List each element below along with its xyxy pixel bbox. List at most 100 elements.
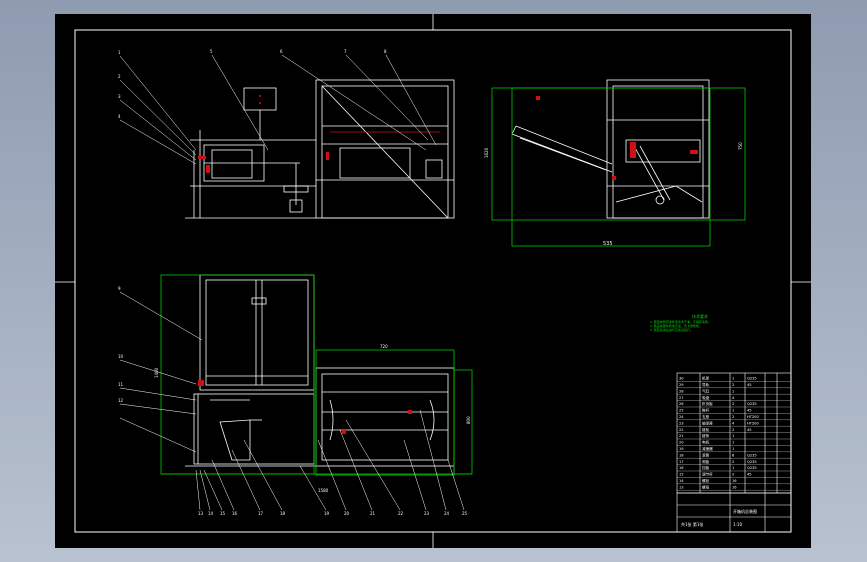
callout-number: 8 bbox=[384, 49, 387, 54]
bom-cell: 1 bbox=[732, 434, 734, 438]
bom-cell: 链轮 bbox=[702, 427, 710, 432]
bom-cell: 24 bbox=[679, 415, 684, 419]
top-view-width-dim: 720 bbox=[380, 344, 388, 349]
callout-number: 15 bbox=[220, 511, 226, 516]
bom-cell: 轴承座 bbox=[702, 420, 713, 425]
front-view bbox=[185, 79, 455, 219]
front-view-red-details bbox=[198, 95, 329, 173]
notes-title: 技术要求 bbox=[692, 313, 708, 319]
drawing-scale: 1:10 bbox=[733, 522, 742, 527]
top-view-dimensions bbox=[160, 274, 473, 476]
notes-line-3: 3. 装配完成后进行空载试运行。 bbox=[650, 327, 693, 332]
bom-cell: 机架 bbox=[702, 376, 710, 381]
bom-cell: 18 bbox=[679, 453, 684, 457]
bom-cell: 16 bbox=[732, 479, 737, 483]
bom-cell: 挡板 bbox=[702, 465, 710, 470]
callout-number: 11 bbox=[118, 382, 124, 387]
drawing-name: 开箱机总装图 bbox=[733, 508, 757, 514]
bom-cell: 30 bbox=[679, 377, 684, 381]
callout-number: 6 bbox=[280, 49, 283, 54]
bom-cell: 27 bbox=[679, 396, 684, 400]
callout-number: 24 bbox=[444, 511, 450, 516]
bom-cell: Q235 bbox=[747, 377, 757, 381]
bom-cell: 29 bbox=[679, 383, 684, 387]
front-view-leaders bbox=[119, 54, 437, 165]
side-view-height-right-dim: 750 bbox=[738, 142, 743, 150]
callout-number: 20 bbox=[344, 511, 350, 516]
bom-cell: 17 bbox=[679, 460, 684, 464]
bom-cell: 25 bbox=[679, 409, 684, 413]
bom-cell: Q235 bbox=[747, 402, 757, 406]
callout-number: 9 bbox=[118, 286, 121, 291]
callout-number: 5 bbox=[210, 49, 213, 54]
bom-cell: 气缸 bbox=[702, 388, 710, 393]
bom-cell: HT200 bbox=[747, 415, 759, 419]
bom-cell: 螺母 bbox=[702, 484, 710, 489]
bom-cell: 减速器 bbox=[702, 446, 713, 451]
callout-number: 12 bbox=[118, 398, 124, 403]
bom-cell: 22 bbox=[679, 428, 684, 432]
bom-cell: 侧板 bbox=[702, 459, 710, 464]
bom-cell: 1 bbox=[732, 377, 734, 381]
bom-cell: 2 bbox=[732, 473, 734, 477]
bom-cell: Q235 bbox=[747, 460, 757, 464]
sheet-background bbox=[55, 14, 811, 548]
bom-cell: 45 bbox=[747, 428, 752, 432]
bom-cell: 14 bbox=[679, 479, 684, 483]
bom-cell: 2 bbox=[732, 428, 734, 432]
callout-number: 18 bbox=[280, 511, 286, 516]
bom-cell: 螺栓 bbox=[702, 478, 710, 483]
side-view-height-dim: 1620 bbox=[484, 147, 489, 158]
title-block bbox=[676, 492, 792, 533]
bom-cell: 28 bbox=[679, 389, 684, 393]
bom-cell: 折页板 bbox=[702, 401, 713, 406]
bom-cell: 2 bbox=[732, 415, 734, 419]
top-view-depth-dim: 800 bbox=[466, 416, 471, 424]
callout-number: 14 bbox=[208, 511, 214, 516]
callout-number: 3 bbox=[118, 94, 121, 99]
bom-cell: 19 bbox=[679, 447, 684, 451]
bom-cell: 2 bbox=[732, 460, 734, 464]
bom-cell: 导轨 bbox=[702, 382, 710, 387]
bom-cell: 1 bbox=[732, 389, 734, 393]
top-view-leaders bbox=[119, 291, 465, 511]
callout-number: 13 bbox=[198, 511, 204, 516]
callout-number: 22 bbox=[398, 511, 404, 516]
sheet-center-marks bbox=[55, 14, 811, 548]
bom-cell: 21 bbox=[679, 434, 684, 438]
bom-cell: 推杆 bbox=[702, 408, 710, 413]
bom-cell: 45 bbox=[747, 473, 752, 477]
bom-cell: 1 bbox=[732, 466, 734, 470]
callout-number: 7 bbox=[344, 49, 347, 54]
top-view-left-height-dim: 1400 bbox=[154, 367, 159, 378]
side-view-dimensions bbox=[491, 87, 746, 247]
bom-cell: 2 bbox=[732, 402, 734, 406]
callout-number: 17 bbox=[258, 511, 264, 516]
bom-cell: 1 bbox=[732, 409, 734, 413]
bom-cell: Q235 bbox=[747, 466, 757, 470]
bom-cell: 45 bbox=[747, 383, 752, 387]
callout-number: 19 bbox=[324, 511, 330, 516]
bom-cell: 滚筒 bbox=[702, 452, 710, 457]
callout-number: 16 bbox=[232, 511, 238, 516]
bom-cell: HT200 bbox=[747, 421, 759, 425]
callout-number: 25 bbox=[462, 511, 468, 516]
bom-cell: 15 bbox=[679, 473, 684, 477]
bom-cell: 23 bbox=[679, 421, 684, 425]
callout-number: 21 bbox=[370, 511, 376, 516]
bom-cell: 45 bbox=[747, 409, 752, 413]
bom-cell: 电机 bbox=[702, 440, 710, 445]
bom-cell: 1 bbox=[732, 447, 734, 451]
drawing-sheet-count: 共1张 第1张 bbox=[681, 521, 703, 527]
bom-cell: 6 bbox=[732, 453, 735, 457]
side-view-red-details bbox=[536, 96, 698, 180]
callout-number: 10 bbox=[118, 354, 124, 359]
side-view bbox=[511, 79, 710, 219]
bom-cell: 16 bbox=[679, 466, 684, 470]
callout-number: 2 bbox=[118, 74, 121, 79]
bom-cell: 13 bbox=[679, 485, 684, 489]
